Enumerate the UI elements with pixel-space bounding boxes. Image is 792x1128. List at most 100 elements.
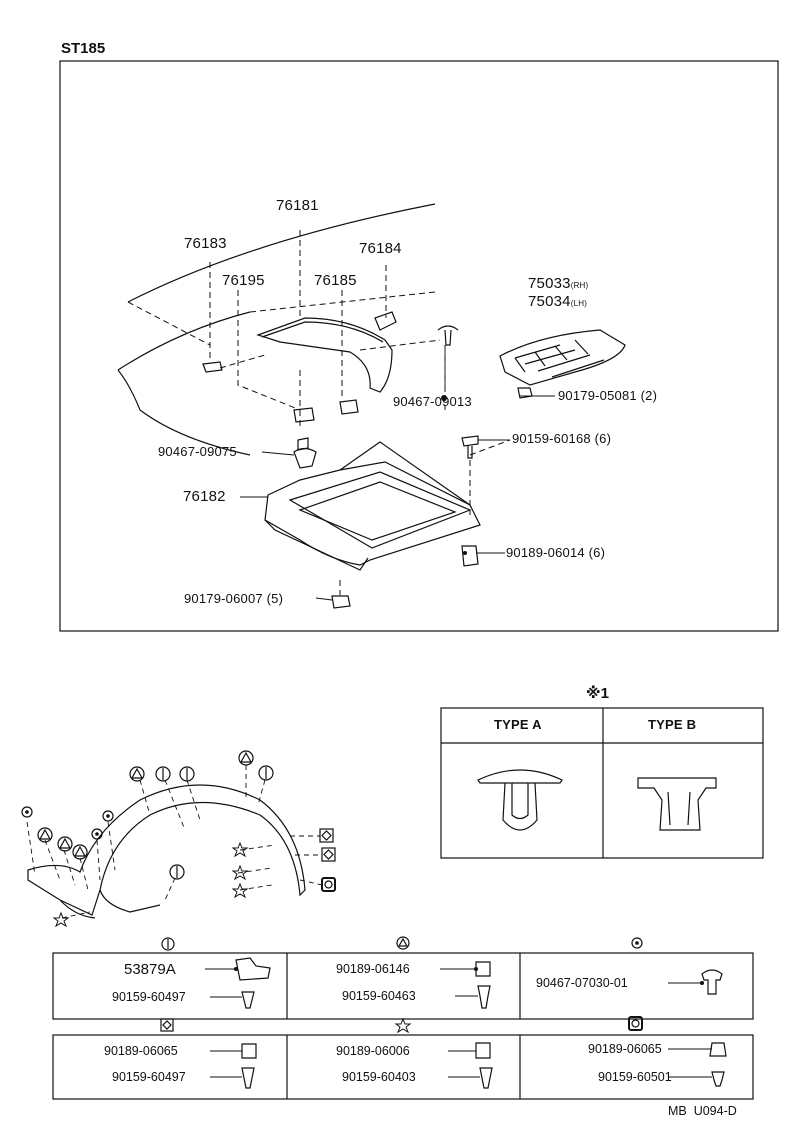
- part-number-76181: 76181: [276, 197, 319, 214]
- star-icon: [231, 864, 249, 881]
- model-code: ST185: [61, 40, 106, 57]
- screw-90159-60463-icon: [477, 985, 491, 1009]
- part-number-76185: 76185: [314, 272, 357, 289]
- nut-90189-06014: [461, 545, 479, 567]
- part-number-90179-05081: 90179-05081 (2): [558, 388, 657, 403]
- circle-bar-icon: [155, 766, 171, 782]
- circle-dot-icon: [631, 937, 643, 949]
- screw-90159-60497-b-icon: [241, 1067, 255, 1089]
- nut-90189-06065-icon: [241, 1043, 257, 1059]
- nut-90179-05081: [517, 387, 533, 399]
- circle-bar-icon: [258, 765, 274, 781]
- screw-90159-60403-icon: [479, 1067, 493, 1089]
- legend-part-90159-60403: 90159-60403: [342, 1070, 416, 1084]
- roof-line: [127, 203, 436, 303]
- circle-bar-icon: [179, 766, 195, 782]
- bracket-76183: [202, 361, 223, 373]
- legend-part-90159-60497-b: 90159-60497: [112, 1070, 186, 1084]
- legend-part-90159-60501: 90159-60501: [598, 1070, 672, 1084]
- body-line: [117, 311, 251, 371]
- qty-90179-05081: (2): [640, 388, 658, 403]
- clip-90467-09075: [293, 447, 317, 469]
- part-number-90189-06014-text: 90189-06014: [506, 545, 585, 560]
- part-number-75033: 75033(RH): [528, 275, 588, 292]
- circle-triangle-icon: [238, 750, 254, 766]
- body-line-2: [117, 369, 251, 456]
- part-number-90189-06014: 90189-06014 (6): [506, 545, 605, 560]
- legend-part-90467-07030-01: 90467-07030-01: [536, 976, 628, 990]
- bracket-76184: [374, 311, 397, 331]
- screw-90159-60501-icon: [711, 1071, 725, 1087]
- part-number-90179-06007-text: 90179-06007: [184, 591, 263, 606]
- legend-part-90189-06146: 90189-06146: [336, 962, 410, 976]
- nut-90189-06065-b-icon: [709, 1042, 727, 1057]
- part-number-76184: 76184: [359, 240, 402, 257]
- part-number-90159-60168-text: 90159-60168: [512, 431, 591, 446]
- circle-bar-icon: [169, 864, 185, 880]
- square-diamond-icon: [319, 828, 334, 843]
- clip-53879a-icon: [235, 957, 271, 981]
- types-box: [440, 707, 764, 859]
- louver-75033: [499, 329, 626, 386]
- nut-90189-06006-icon: [475, 1042, 491, 1059]
- star-icon: [231, 841, 249, 858]
- legend-part-90189-06065: 90189-06065: [104, 1044, 178, 1058]
- type-a-label: TYPE A: [494, 717, 542, 732]
- circle-triangle-icon: [129, 766, 145, 782]
- qty-90159-60168: (6): [594, 431, 612, 446]
- rounded-square-icon: [321, 877, 336, 892]
- part-number-76195: 76195: [222, 272, 265, 289]
- type-b-label: TYPE B: [648, 717, 697, 732]
- diagram-code: MB U094-D: [668, 1104, 737, 1118]
- screw-90159-60497-icon: [241, 991, 255, 1009]
- part-number-76183: 76183: [184, 235, 227, 252]
- star-icon: [394, 1017, 412, 1034]
- circle-triangle-icon: [57, 836, 73, 852]
- circle-triangle-icon: [396, 936, 410, 950]
- part-number-90467-09013: 90467-09013: [393, 394, 472, 409]
- nut-90189-06146-icon: [475, 961, 491, 977]
- circle-triangle-icon: [72, 844, 88, 860]
- legend-part-90159-60463: 90159-60463: [342, 989, 416, 1003]
- part-number-90179-06007: 90179-06007 (5): [184, 591, 283, 606]
- part-number-75033-text: 75033: [528, 275, 571, 292]
- part-number-90467-09075: 90467-09075: [158, 444, 237, 459]
- part-number-90179-05081-text: 90179-05081: [558, 388, 637, 403]
- star-icon: [52, 911, 70, 928]
- circle-triangle-icon: [37, 827, 53, 843]
- circle-bar-icon: [161, 937, 175, 951]
- qty-90179-06007: (5): [266, 591, 284, 606]
- star-icon: [231, 882, 249, 899]
- side-rh: (RH): [570, 281, 589, 290]
- part-number-75034: 75034(LH): [528, 293, 587, 310]
- bolt-90159-60168: [461, 435, 479, 459]
- circle-dot-icon: [21, 806, 33, 818]
- part-number-76182: 76182: [183, 488, 226, 505]
- clip-90467-07030-01-icon: [701, 969, 723, 995]
- circle-dot-icon: [102, 810, 114, 822]
- tray-76182: [264, 461, 481, 566]
- part-number-90159-60168: 90159-60168 (6): [512, 431, 611, 446]
- bracket-76195: [293, 407, 315, 423]
- legend-part-53879a: 53879A: [124, 961, 176, 978]
- types-heading: ※1: [586, 685, 609, 702]
- rounded-square-icon: [628, 1016, 643, 1031]
- upper-frame: [59, 60, 779, 632]
- type-a-clip: [477, 769, 563, 831]
- legend-part-90189-06006: 90189-06006: [336, 1044, 410, 1058]
- legend-row2: [52, 1034, 754, 1100]
- fender-liner: [27, 784, 306, 919]
- nut-90179-06007: [331, 595, 351, 609]
- qty-90189-06014: (6): [588, 545, 606, 560]
- legend-part-90159-60497: 90159-60497: [112, 990, 186, 1004]
- circle-dot-icon: [91, 828, 103, 840]
- legend-part-90189-06065-b: 90189-06065: [588, 1042, 662, 1056]
- bracket-76185: [339, 399, 359, 415]
- spoiler-76181: [256, 317, 393, 393]
- type-b-clip: [637, 777, 717, 831]
- square-diamond-icon: [321, 847, 336, 862]
- clip-90467-09013: [437, 325, 459, 346]
- side-lh: (LH): [570, 299, 588, 308]
- square-diamond-icon: [160, 1018, 174, 1032]
